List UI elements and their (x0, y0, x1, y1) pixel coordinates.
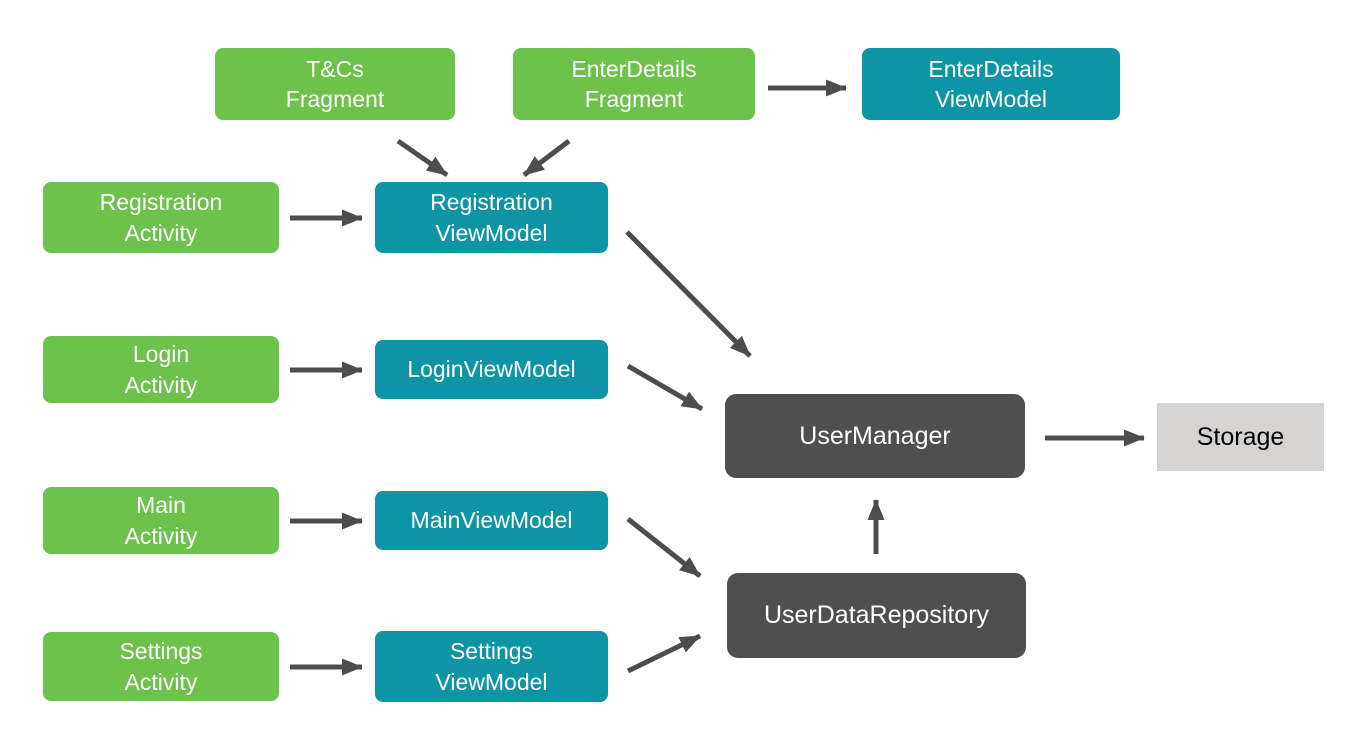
node-registration-activity: Registration Activity (43, 182, 279, 253)
node-login-activity: Login Activity (43, 336, 279, 403)
node-login-viewmodel: LoginViewModel (375, 340, 608, 399)
node-registration-viewmodel: Registration ViewModel (375, 182, 608, 253)
node-main-viewmodel: MainViewModel (375, 491, 608, 550)
node-settings-activity: Settings Activity (43, 632, 279, 701)
edge-registration-viewmodel-to-usermanager (625, 230, 752, 358)
node-enterdetails-fragment: EnterDetails Fragment (513, 48, 755, 120)
edge-main-viewmodel-to-userdatarepository (626, 517, 702, 578)
node-enterdetails-viewmodel: EnterDetails ViewModel (862, 48, 1120, 120)
node-main-activity: Main Activity (43, 487, 279, 554)
edge-login-viewmodel-to-usermanager (626, 363, 704, 412)
node-storage: Storage (1157, 403, 1324, 471)
node-settings-viewmodel: Settings ViewModel (375, 631, 608, 702)
edge-enterdetails-fragment-to-registration-viewmodel (522, 139, 571, 177)
node-tcs-fragment: T&Cs Fragment (215, 48, 455, 120)
node-usermanager: UserManager (725, 394, 1025, 478)
edge-settings-viewmodel-to-userdatarepository (626, 633, 702, 674)
node-userdatarepository: UserDataRepository (727, 573, 1026, 658)
edge-tcs-fragment-to-registration-viewmodel (396, 138, 449, 178)
